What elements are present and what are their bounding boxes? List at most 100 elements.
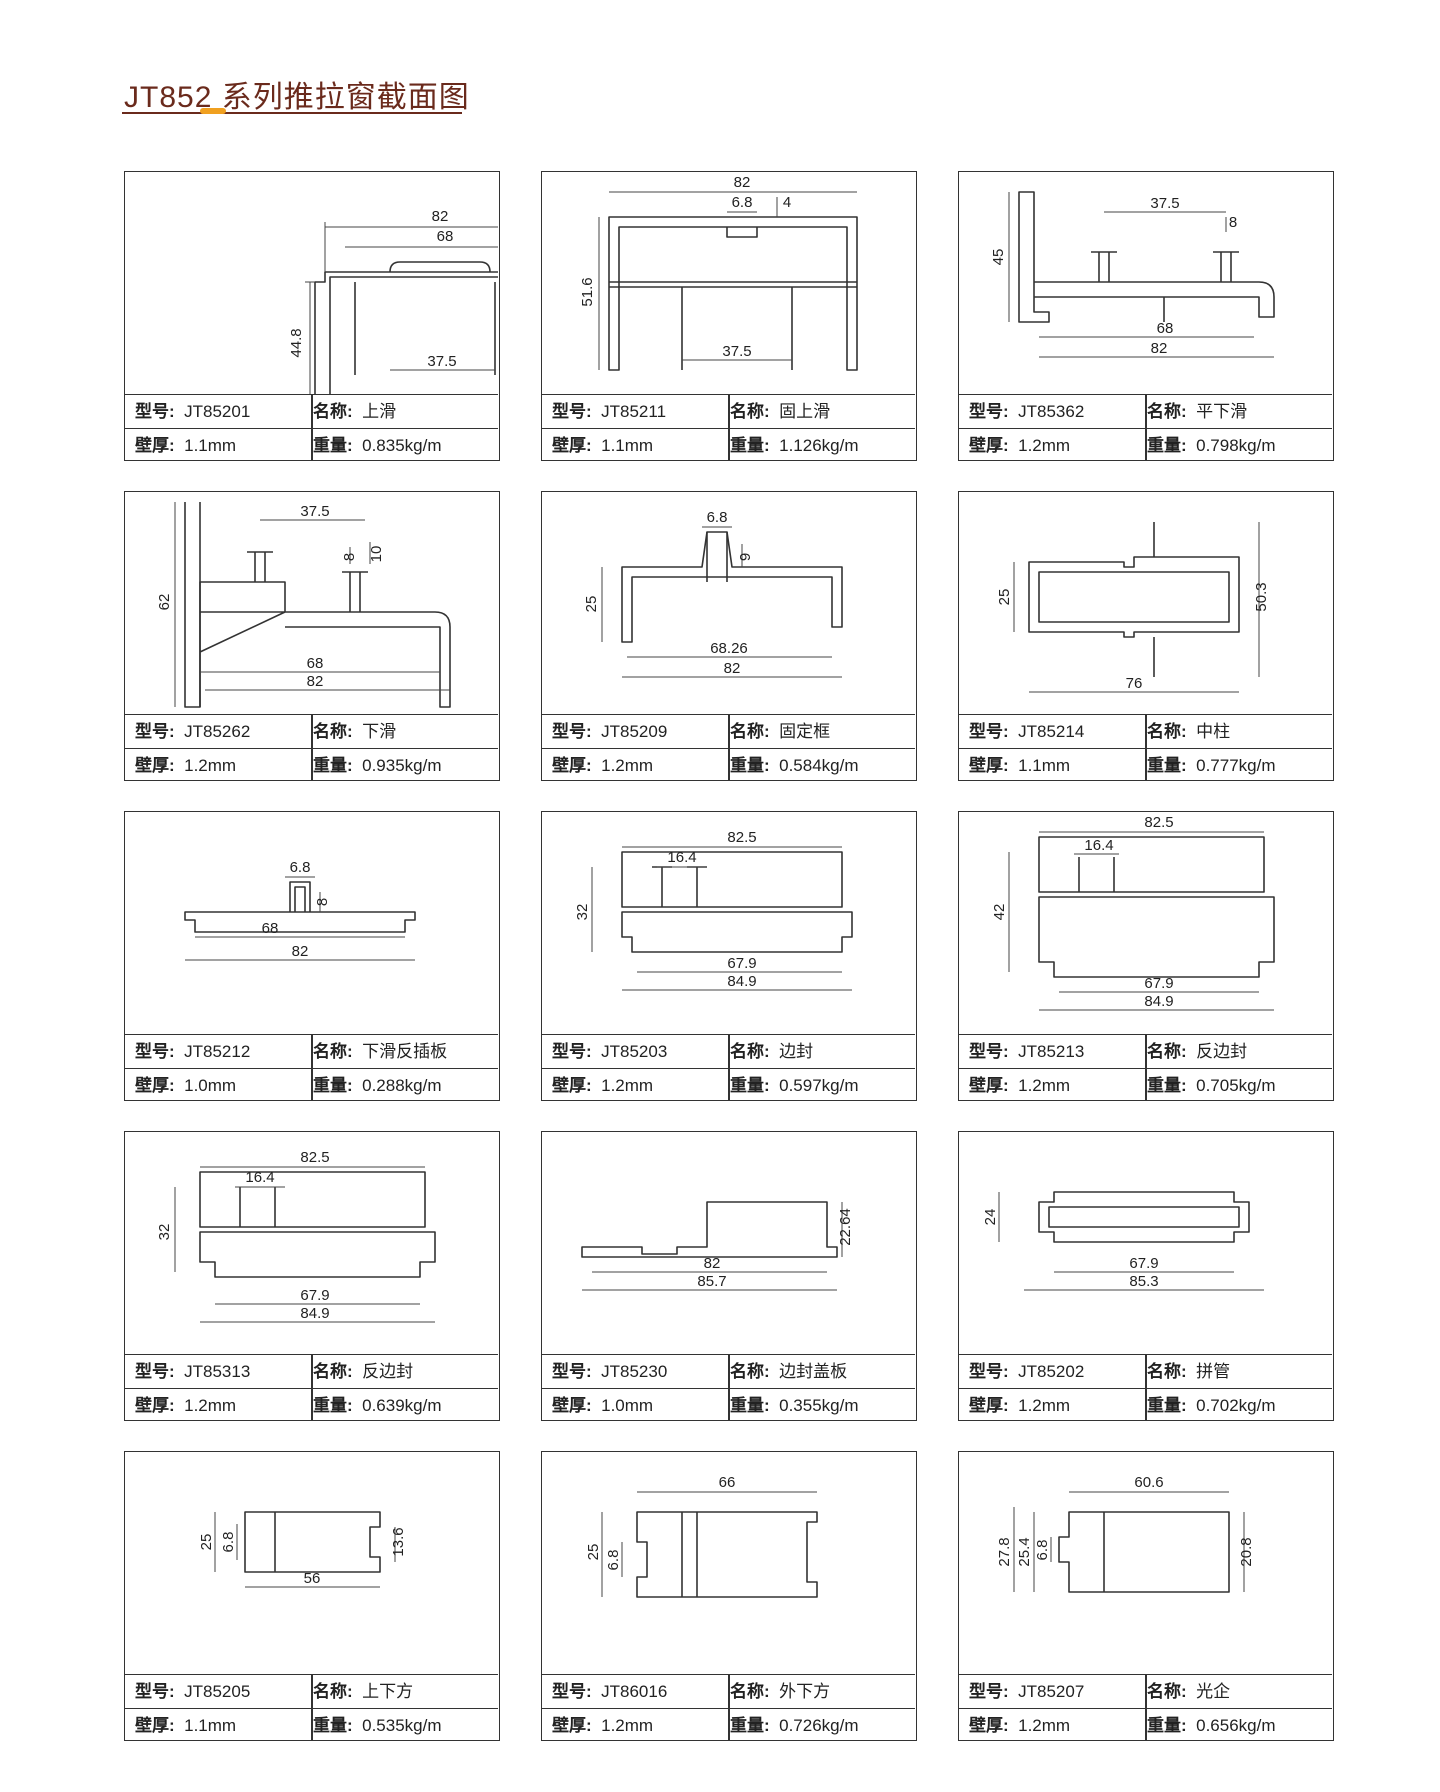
dimension-label: 44.8 bbox=[288, 328, 305, 357]
model-label: 型号: bbox=[552, 1362, 592, 1381]
model-label: 型号: bbox=[135, 1042, 175, 1061]
column-divider bbox=[728, 1675, 730, 1741]
model-cell: 型号: JT85212 bbox=[135, 1035, 310, 1068]
dimension-label: 82 bbox=[292, 943, 309, 960]
name-value: 上滑 bbox=[362, 402, 397, 421]
profile-outline bbox=[581, 1201, 838, 1258]
dimension-label: 25 bbox=[583, 596, 600, 613]
dimension-label: 32 bbox=[574, 904, 591, 921]
column-divider bbox=[728, 1355, 730, 1421]
profile-outline bbox=[1058, 1511, 1230, 1593]
spec-row-model: 型号: JT85230 名称: 边封盖板 bbox=[542, 1355, 915, 1389]
dimension-label: 60.6 bbox=[1134, 1474, 1163, 1491]
spec-row-thickness: 壁厚: 1.1mm 重量: 1.126kg/m bbox=[542, 429, 915, 462]
profile-outline bbox=[621, 911, 853, 953]
profile-outline bbox=[1091, 251, 1117, 282]
dimension-label: 67.9 bbox=[300, 1287, 329, 1304]
profile-outline bbox=[1213, 251, 1239, 282]
name-cell: 名称: 中柱 bbox=[1147, 715, 1327, 748]
name-cell: 名称: 上下方 bbox=[313, 1675, 493, 1708]
dimension-label: 68 bbox=[307, 655, 324, 672]
thickness-cell: 壁厚: 1.2mm bbox=[135, 1389, 310, 1422]
profile-outline bbox=[1028, 556, 1240, 638]
spec-row-model: 型号: JT85313 名称: 反边封 bbox=[125, 1355, 498, 1389]
model-label: 型号: bbox=[135, 722, 175, 741]
spec-row-model: 型号: JT86016 名称: 外下方 bbox=[542, 1675, 915, 1709]
profile-outline bbox=[1038, 836, 1265, 893]
model-value: JT85211 bbox=[601, 402, 667, 421]
weight-cell: 重量: 0.702kg/m bbox=[1147, 1389, 1327, 1422]
name-cell: 名称: 固定框 bbox=[730, 715, 910, 748]
spec-table: 型号: JT85213 名称: 反边封 壁厚: 1.2mm 重量: 0.705k… bbox=[959, 1034, 1332, 1101]
dimension-label: 6.8 bbox=[1034, 1540, 1051, 1561]
name-cell: 名称: 固上滑 bbox=[730, 395, 910, 428]
weight-cell: 重量: 0.597kg/m bbox=[730, 1069, 910, 1102]
weight-label: 重量: bbox=[313, 436, 353, 455]
spec-table: 型号: JT85202 名称: 拼管 壁厚: 1.2mm 重量: 0.702kg… bbox=[959, 1354, 1332, 1421]
dimension-label: 37.5 bbox=[1150, 195, 1179, 212]
name-label: 名称: bbox=[313, 722, 353, 741]
name-label: 名称: bbox=[313, 1682, 353, 1701]
model-cell: 型号: JT85211 bbox=[552, 395, 727, 428]
spec-row-thickness: 壁厚: 1.2mm 重量: 0.656kg/m bbox=[959, 1709, 1332, 1742]
spec-row-model: 型号: JT85209 名称: 固定框 bbox=[542, 715, 915, 749]
name-cell: 名称: 下滑反插板 bbox=[313, 1035, 493, 1068]
dimension-label: 84.9 bbox=[727, 973, 756, 990]
weight-value: 0.535kg/m bbox=[362, 1716, 442, 1735]
weight-label: 重量: bbox=[1147, 1396, 1187, 1415]
model-value: JT85230 bbox=[601, 1362, 668, 1381]
model-label: 型号: bbox=[135, 1362, 175, 1381]
spec-row-thickness: 壁厚: 1.2mm 重量: 0.597kg/m bbox=[542, 1069, 915, 1102]
thickness-label: 壁厚: bbox=[969, 436, 1009, 455]
dimension-label: 84.9 bbox=[1144, 993, 1173, 1010]
dimension-label: 67.9 bbox=[727, 955, 756, 972]
weight-cell: 重量: 0.726kg/m bbox=[730, 1709, 910, 1742]
thickness-label: 壁厚: bbox=[552, 1716, 592, 1735]
thickness-label: 壁厚: bbox=[552, 1396, 592, 1415]
spec-table: 型号: JT85362 名称: 平下滑 壁厚: 1.2mm 重量: 0.798k… bbox=[959, 394, 1332, 461]
weight-label: 重量: bbox=[313, 756, 353, 775]
weight-label: 重量: bbox=[313, 1076, 353, 1095]
name-label: 名称: bbox=[730, 1682, 770, 1701]
thickness-value: 1.2mm bbox=[1018, 1076, 1071, 1095]
spec-row-model: 型号: JT85202 名称: 拼管 bbox=[959, 1355, 1332, 1389]
thickness-cell: 壁厚: 1.2mm bbox=[552, 749, 727, 782]
thickness-cell: 壁厚: 1.1mm bbox=[135, 1709, 310, 1742]
dimension-label: 82.5 bbox=[300, 1149, 329, 1166]
spec-table: 型号: JT85207 名称: 光企 壁厚: 1.2mm 重量: 0.656kg… bbox=[959, 1674, 1332, 1741]
spec-table: 型号: JT85203 名称: 边封 壁厚: 1.2mm 重量: 0.597kg… bbox=[542, 1034, 915, 1101]
thickness-value: 1.2mm bbox=[1018, 1396, 1071, 1415]
dimension-label: 16.4 bbox=[667, 849, 696, 866]
dimension-label: 82 bbox=[307, 673, 324, 690]
weight-label: 重量: bbox=[730, 1076, 770, 1095]
weight-cell: 重量: 0.705kg/m bbox=[1147, 1069, 1327, 1102]
model-label: 型号: bbox=[552, 722, 592, 741]
spec-row-thickness: 壁厚: 1.2mm 重量: 0.798kg/m bbox=[959, 429, 1332, 462]
thickness-value: 1.2mm bbox=[1018, 1716, 1071, 1735]
spec-table: 型号: JT85212 名称: 下滑反插板 壁厚: 1.0mm 重量: 0.28… bbox=[125, 1034, 498, 1101]
model-cell: 型号: JT85362 bbox=[969, 395, 1144, 428]
name-cell: 名称: 反边封 bbox=[1147, 1035, 1327, 1068]
thickness-value: 1.2mm bbox=[601, 1716, 654, 1735]
model-label: 型号: bbox=[135, 1682, 175, 1701]
name-cell: 名称: 平下滑 bbox=[1147, 395, 1327, 428]
name-value: 下滑反插板 bbox=[362, 1042, 448, 1061]
model-cell: 型号: JT85201 bbox=[135, 395, 310, 428]
thickness-value: 1.2mm bbox=[601, 756, 654, 775]
spec-table: 型号: JT85201 名称: 上滑 壁厚: 1.1mm 重量: 0.835kg… bbox=[125, 394, 498, 461]
dimension-label: 82.5 bbox=[1144, 814, 1173, 831]
thickness-label: 壁厚: bbox=[135, 1716, 175, 1735]
dimension-label: 16.4 bbox=[245, 1169, 274, 1186]
thickness-value: 1.1mm bbox=[184, 436, 237, 455]
weight-cell: 重量: 0.288kg/m bbox=[313, 1069, 493, 1102]
weight-value: 0.935kg/m bbox=[362, 756, 442, 775]
